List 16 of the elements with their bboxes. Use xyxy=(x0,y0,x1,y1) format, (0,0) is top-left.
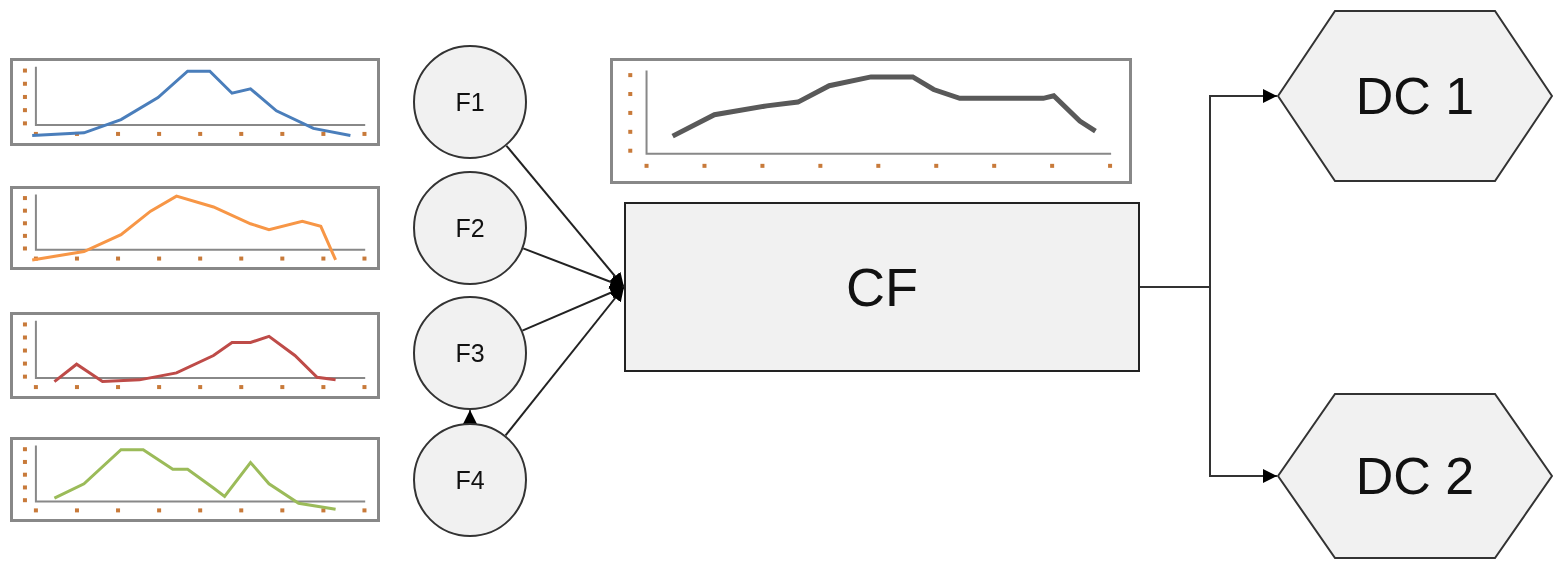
arrow xyxy=(505,144,625,288)
hexagon-node xyxy=(1277,10,1553,182)
hexagon-node xyxy=(1277,393,1553,559)
process-box xyxy=(624,202,1140,372)
node-label: DC 2 xyxy=(1355,446,1475,506)
arrow xyxy=(522,247,625,289)
node-label: F2 xyxy=(455,213,485,243)
node-label: F3 xyxy=(455,338,485,368)
arrow xyxy=(463,409,477,424)
node-label: F1 xyxy=(455,87,485,117)
arrow xyxy=(1139,286,1278,483)
arrow xyxy=(504,286,625,437)
node-label: CF xyxy=(846,256,918,318)
arrow xyxy=(521,286,625,332)
node-label: DC 1 xyxy=(1355,66,1475,126)
node-label: F4 xyxy=(455,465,485,495)
